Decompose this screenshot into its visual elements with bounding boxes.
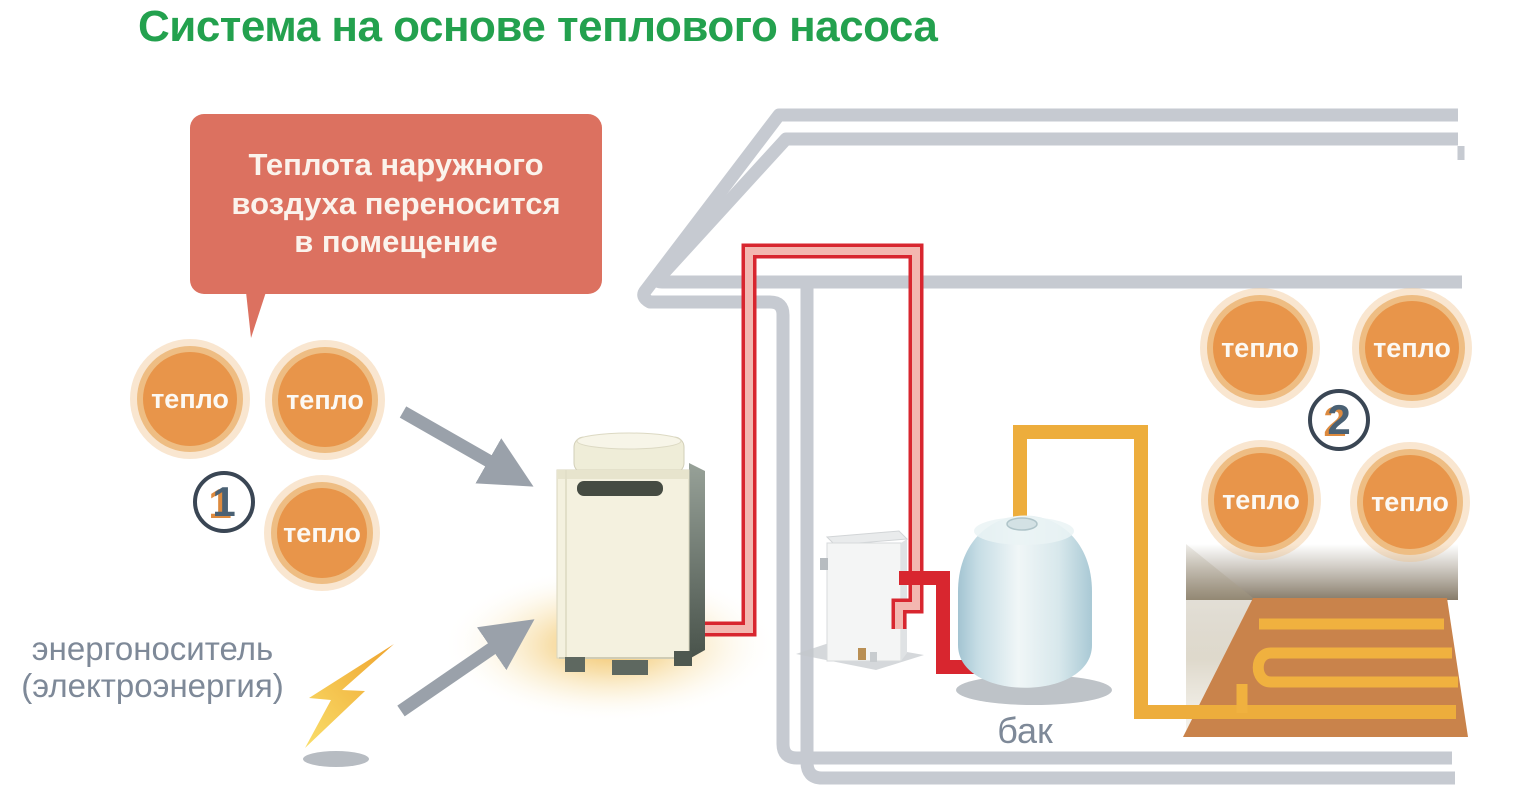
callout-tail: [246, 292, 266, 338]
callout-bubble: Теплота наружного воздуха переносится в …: [190, 114, 602, 294]
heat-circle: тепло: [1214, 453, 1308, 547]
room-floor: [1183, 598, 1468, 737]
heat-circle-label: тепло: [283, 517, 361, 548]
heat-circle-label: тепло: [1222, 484, 1300, 515]
outdoor-unit-side: [689, 463, 705, 659]
step-badge-1: 1: [193, 471, 255, 533]
tank-label: бак: [997, 710, 1053, 751]
heat-circle-label: тепло: [1371, 486, 1449, 517]
heat-arrow-icon: [399, 406, 534, 487]
heat-circle: тепло: [143, 352, 237, 446]
heat-circle: тепло: [278, 353, 372, 447]
heat-circle: тепло: [1363, 455, 1457, 549]
house-outline-outer: [637, 108, 1458, 765]
heat-circle-label: тепло: [1373, 332, 1451, 363]
house-outline: [637, 108, 1465, 785]
energy-source-line2: (электроэнергия): [21, 666, 284, 704]
tank-top-highlight: [974, 517, 1074, 545]
heat-circle-label: тепло: [151, 383, 229, 414]
energy-source-line1: энергоноситель: [31, 630, 274, 667]
electricity: [303, 644, 394, 767]
outdoor-unit-top-band: [557, 470, 689, 479]
step-number: 1: [212, 478, 236, 525]
house-outline-wall-inner: [800, 288, 1455, 785]
flow-arrows: [397, 406, 535, 717]
heat-circle: тепло: [1365, 301, 1459, 395]
heat-circle: тепло: [277, 488, 367, 578]
energy-source-label: энергоноситель (электроэнергия): [5, 630, 300, 705]
heated-room: [1183, 544, 1468, 737]
indoor-unit-fitting2: [870, 652, 877, 662]
step-badge-2: 2: [1308, 389, 1370, 451]
indoor-unit-fitting: [858, 648, 866, 660]
outdoor-unit-grille: [577, 481, 663, 496]
tank-body: [958, 515, 1092, 688]
underfloor-heating-coil: [1236, 618, 1458, 713]
page-title: Система на основе теплового насоса: [138, 2, 938, 51]
water-tank: [956, 515, 1112, 705]
indoor-unit-front: [826, 542, 902, 662]
indoor-unit-port: [820, 558, 828, 570]
outdoor-unit: [556, 432, 705, 675]
bolt-shadow: [303, 751, 369, 767]
room-side-wall: [1183, 544, 1253, 737]
heat-circle-label: тепло: [1221, 332, 1299, 363]
heat-circle-label: тепло: [286, 384, 364, 415]
tank-port: [1006, 517, 1038, 531]
refrigerant-pipe: [700, 243, 924, 637]
outdoor-unit-foot-left: [565, 657, 585, 672]
step-number: 2: [1327, 396, 1351, 443]
indoor-unit: [796, 530, 924, 670]
outdoor-unit-foot-right: [674, 651, 692, 666]
outdoor-unit-fan-top: [576, 432, 682, 450]
house-outline-roof-inner: [650, 132, 1462, 289]
outdoor-unit-front: [556, 469, 690, 659]
lightning-icon: [305, 644, 394, 748]
energy-arrow-icon: [397, 619, 535, 717]
heat-circle: тепло: [1213, 301, 1307, 395]
outdoor-unit-foot-mid: [612, 660, 648, 675]
